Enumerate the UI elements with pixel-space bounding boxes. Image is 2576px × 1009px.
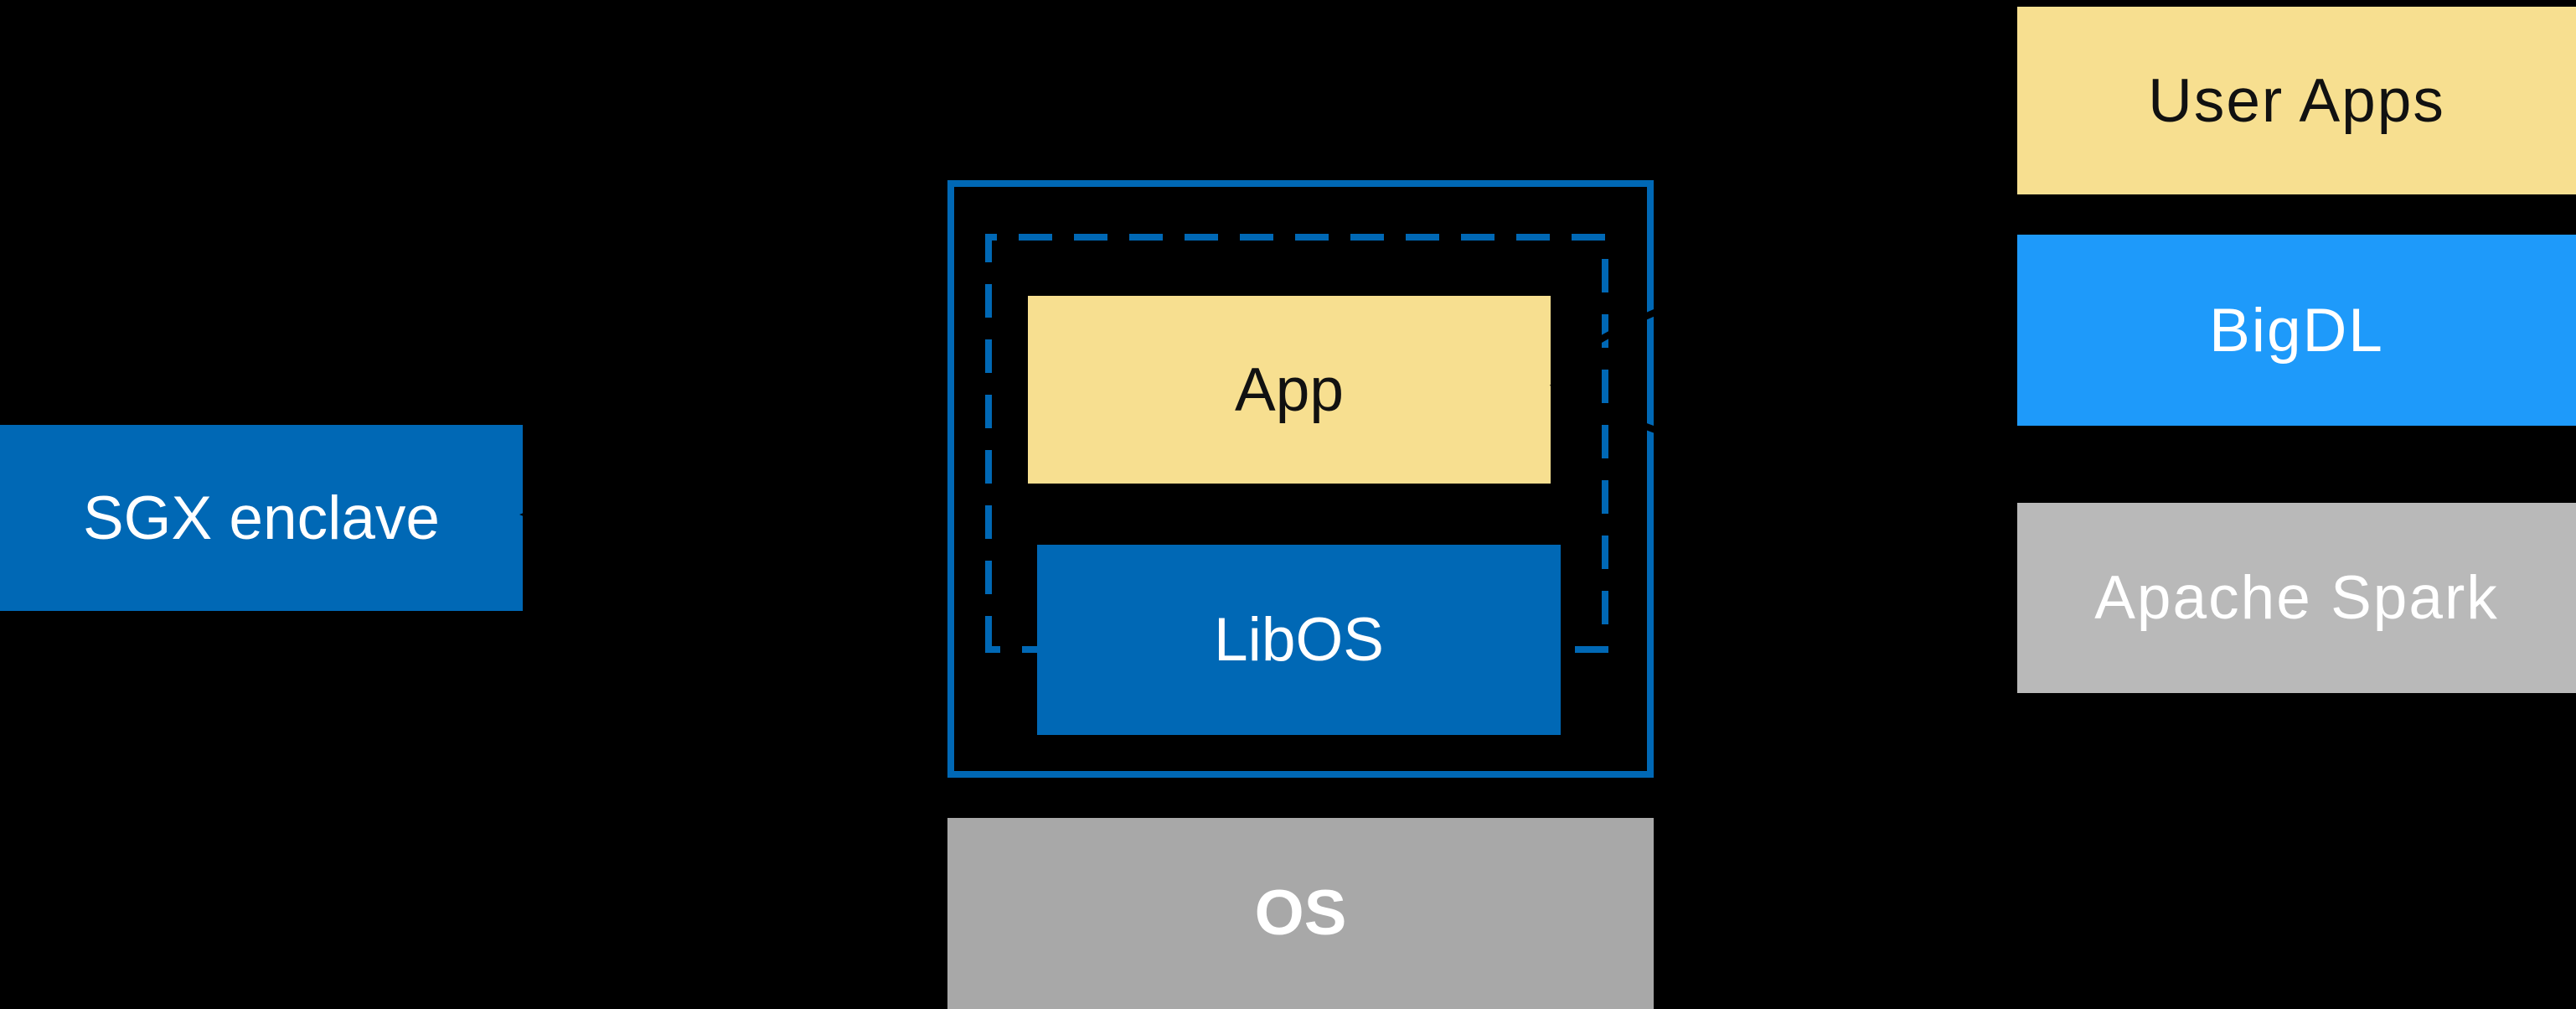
- app-box: App: [1028, 296, 1551, 484]
- libos-box: LibOS: [1037, 545, 1561, 735]
- bigdl-label: BigDL: [2209, 296, 2384, 365]
- user-apps-box: User Apps: [2017, 7, 2576, 194]
- user-apps-label: User Apps: [2148, 66, 2445, 135]
- app-label: App: [1235, 355, 1344, 424]
- sgx-enclave-label: SGX enclave: [82, 484, 441, 552]
- apache-spark-label: Apache Spark: [2094, 564, 2499, 632]
- os-box: OS: [947, 818, 1654, 1009]
- sgx-enclave-label-box: SGX enclave: [0, 425, 523, 611]
- os-label: OS: [1254, 877, 1347, 949]
- apache-spark-box: Apache Spark: [2017, 503, 2576, 693]
- libos-label: LibOS: [1214, 606, 1384, 674]
- bigdl-box: BigDL: [2017, 235, 2576, 426]
